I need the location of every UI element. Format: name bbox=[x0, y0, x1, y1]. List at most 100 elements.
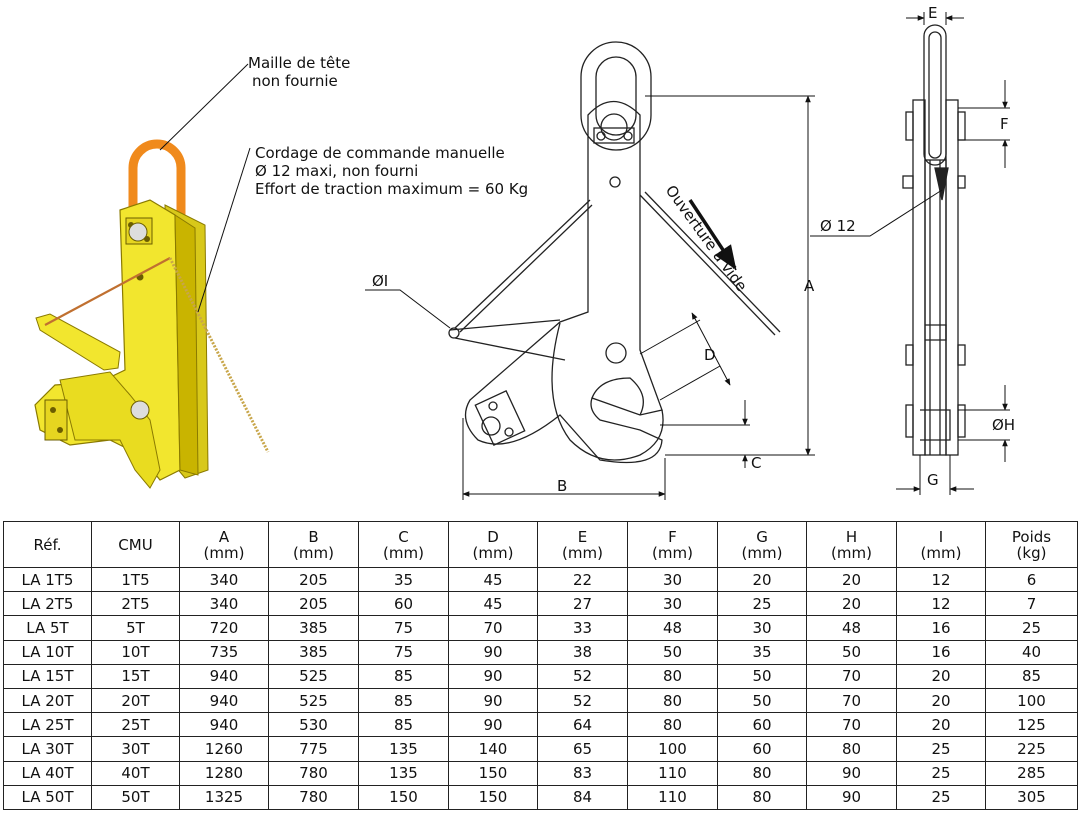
table-cell: 35 bbox=[358, 566, 449, 593]
table-cell: 110 bbox=[627, 760, 718, 786]
table-cell: 70 bbox=[806, 663, 897, 689]
column-header-unit: (mm) bbox=[831, 543, 872, 562]
column-header-unit: (mm) bbox=[652, 543, 693, 562]
table-cell: 84 bbox=[537, 784, 628, 810]
table-cell: LA 5T bbox=[3, 615, 92, 641]
front-bolt-d bbox=[504, 427, 514, 437]
leader-rope bbox=[197, 147, 251, 313]
column-header: E(mm) bbox=[537, 521, 628, 568]
dim-E-label: E bbox=[928, 4, 937, 22]
table-cell: 20 bbox=[806, 566, 897, 593]
table-cell: 38 bbox=[537, 639, 628, 665]
column-header: B(mm) bbox=[268, 521, 359, 568]
column-header-unit: (mm) bbox=[293, 543, 334, 562]
column-header-title: A bbox=[218, 527, 230, 546]
bolt-jaw-a bbox=[50, 407, 56, 413]
column-header: C(mm) bbox=[358, 521, 449, 568]
table-cell: 50 bbox=[806, 639, 897, 665]
table-cell: 150 bbox=[448, 760, 538, 786]
table-cell: LA 1T5 bbox=[3, 566, 92, 593]
table-cell: 70 bbox=[806, 712, 897, 738]
table-cell: 12 bbox=[896, 566, 986, 593]
control-rope-hang bbox=[168, 257, 270, 453]
rope-label-3: Effort de traction maximum = 60 Kg bbox=[255, 180, 528, 198]
table-cell: LA 15T bbox=[3, 663, 92, 689]
front-bolt-a bbox=[596, 131, 606, 141]
rope-label-1: Cordage de commande manuelle bbox=[255, 144, 505, 162]
clamp-3d-illustration bbox=[34, 139, 270, 489]
table-cell: 10T bbox=[91, 639, 180, 665]
column-header-unit: (mm) bbox=[383, 543, 424, 562]
table-cell: 735 bbox=[179, 639, 269, 665]
column-header-unit: (mm) bbox=[562, 543, 603, 562]
table-cell: 20 bbox=[896, 687, 986, 714]
clamp-front-view bbox=[448, 41, 781, 464]
table-cell: 25 bbox=[717, 591, 807, 617]
table-cell: 780 bbox=[268, 784, 359, 810]
clamp-side-view bbox=[902, 24, 966, 456]
table-cell: 940 bbox=[179, 687, 269, 714]
table-cell: 225 bbox=[985, 736, 1078, 762]
table-cell: 60 bbox=[717, 736, 807, 762]
table-cell: 385 bbox=[268, 615, 359, 641]
table-cell: 45 bbox=[448, 566, 538, 593]
table-cell: LA 40T bbox=[3, 760, 92, 786]
side-left-plate bbox=[912, 99, 926, 456]
table-cell: 75 bbox=[358, 639, 449, 665]
table-cell: 1T5 bbox=[91, 566, 180, 593]
table-cell: 50 bbox=[717, 687, 807, 714]
table-cell: 100 bbox=[627, 736, 718, 762]
table-cell: 205 bbox=[268, 591, 359, 617]
table-cell: 205 bbox=[268, 566, 359, 593]
leader-head-link bbox=[159, 63, 249, 151]
dim-D-label: D bbox=[704, 346, 716, 364]
table-cell: 525 bbox=[268, 687, 359, 714]
column-header: G(mm) bbox=[717, 521, 807, 568]
table-cell: 150 bbox=[358, 784, 449, 810]
dim-C-label: C bbox=[751, 454, 761, 472]
table-cell: LA 30T bbox=[3, 736, 92, 762]
clamp-jaw bbox=[59, 371, 161, 489]
table-cell: 85 bbox=[358, 687, 449, 714]
front-rope-left-2 bbox=[459, 204, 593, 333]
side-bolt-low-right bbox=[957, 404, 966, 438]
table-cell: 50 bbox=[717, 663, 807, 689]
table-cell: 1260 bbox=[179, 736, 269, 762]
table-cell: 90 bbox=[806, 760, 897, 786]
side-bolt-mid-right bbox=[957, 344, 966, 366]
table-cell: 15T bbox=[91, 663, 180, 689]
table-cell: 940 bbox=[179, 663, 269, 689]
table-cell: 125 bbox=[985, 712, 1078, 738]
front-shackle-inner bbox=[595, 56, 637, 136]
table-cell: 140 bbox=[448, 736, 538, 762]
column-header: I(mm) bbox=[896, 521, 986, 568]
table-cell: LA 50T bbox=[3, 784, 92, 810]
table-cell: 80 bbox=[717, 784, 807, 810]
table-cell: 6 bbox=[985, 566, 1078, 593]
table-cell: 40 bbox=[985, 639, 1078, 665]
table-cell: 7 bbox=[985, 591, 1078, 617]
table-cell: 90 bbox=[448, 687, 538, 714]
column-header-unit: (mm) bbox=[472, 543, 514, 562]
column-header: CMU bbox=[91, 521, 180, 568]
column-header-title: C bbox=[398, 527, 409, 546]
table-cell: 45 bbox=[448, 591, 538, 617]
table-cell: LA 25T bbox=[3, 712, 92, 738]
table-cell: 30 bbox=[717, 615, 807, 641]
front-jaw bbox=[551, 322, 664, 461]
column-header-title: G bbox=[756, 527, 768, 546]
column-header: H(mm) bbox=[806, 521, 897, 568]
table-cell: 340 bbox=[179, 591, 269, 617]
table-cell: 75 bbox=[358, 615, 449, 641]
table-cell: 25 bbox=[985, 615, 1078, 641]
dim-H-label: ØH bbox=[992, 416, 1015, 434]
side-pin-top-r bbox=[957, 175, 966, 189]
table-cell: 85 bbox=[358, 663, 449, 689]
side-bolt-top-left bbox=[905, 111, 914, 141]
table-cell: 20 bbox=[896, 712, 986, 738]
